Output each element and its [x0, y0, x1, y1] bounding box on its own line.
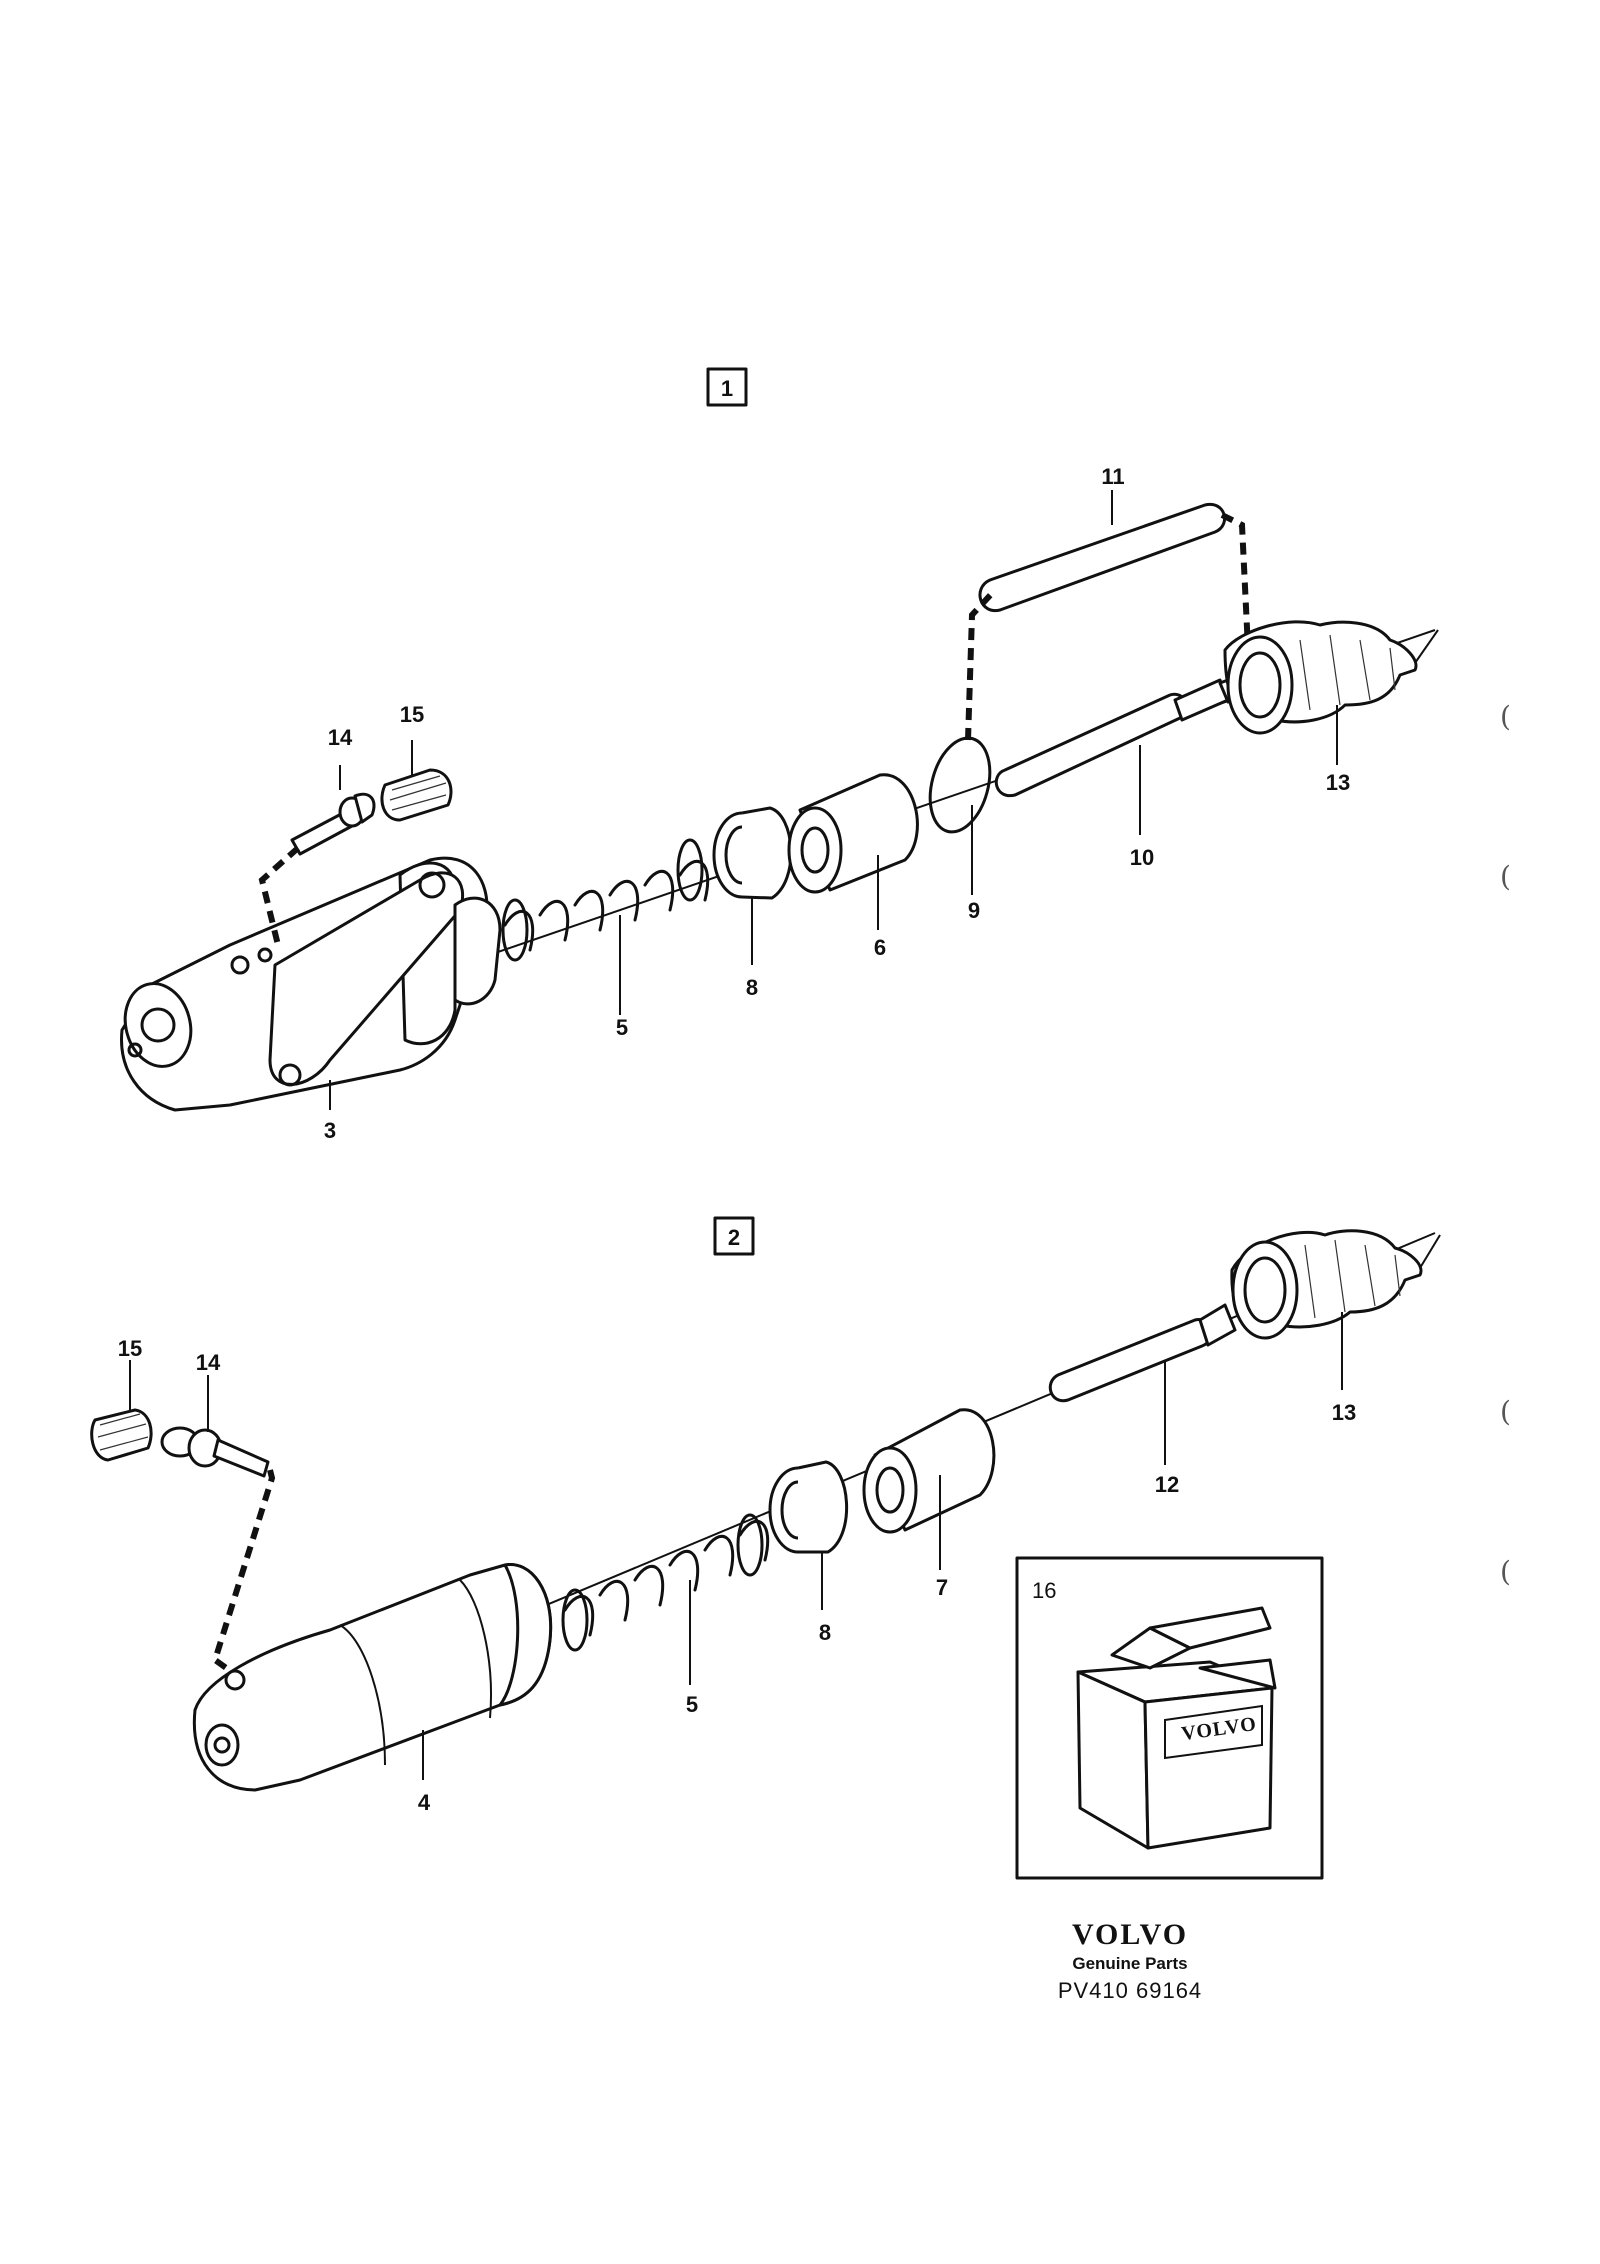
repair-kit-16: 16 VOLVO	[1015, 1556, 1324, 1880]
callout-5-v2: 5	[686, 1692, 698, 1717]
variant-2-group: 2	[90, 1216, 1441, 1815]
callout-4-v2: 4	[418, 1790, 431, 1815]
spring-5-v2	[561, 1513, 770, 1652]
dashed-link-14-body	[258, 845, 300, 946]
bleeder-screw-14-v2	[160, 1426, 270, 1478]
dashed-link-11	[965, 512, 1253, 741]
dashed-link-14-body-v2	[211, 1469, 276, 1675]
callout-11-v1: 11	[1101, 464, 1124, 489]
piston-6	[787, 773, 919, 894]
cylinder-body-4	[192, 1562, 553, 1792]
callout-8-v2: 8	[819, 1620, 831, 1645]
callout-13-v2: 13	[1332, 1400, 1356, 1425]
variant-2-label: 2	[728, 1225, 740, 1250]
callout-10-v1: 10	[1130, 845, 1154, 870]
callout-9-v1: 9	[968, 898, 980, 923]
variant-1-label: 1	[721, 376, 733, 401]
dust-cap-15-v2	[90, 1408, 153, 1462]
volvo-logo: VOLVO	[1071, 1918, 1189, 1951]
piston-7	[862, 1408, 996, 1534]
callout-8-v1: 8	[746, 975, 758, 1000]
brand-subtitle: Genuine Parts	[1072, 1954, 1188, 1973]
seal-8-v2	[768, 1460, 848, 1554]
variant-1-box	[706, 367, 748, 407]
callout-14-v2: 14	[196, 1350, 221, 1375]
variant-1-group: 1	[120, 367, 1439, 1143]
margin-mark: (	[1500, 700, 1511, 733]
pushrod-12	[1048, 1303, 1237, 1403]
seal-8-v1	[712, 806, 793, 900]
boot-13-v1	[1223, 620, 1439, 735]
pushrod-11	[978, 502, 1226, 613]
pushrod-10	[994, 666, 1268, 798]
kit-box-icon: VOLVO	[1076, 1606, 1277, 1850]
spring-5-v1	[501, 838, 710, 962]
callout-14-v1: 14	[328, 725, 353, 750]
callout-15-v2: 15	[118, 1336, 142, 1361]
kit-frame	[1015, 1556, 1324, 1880]
callout-15-v1: 15	[400, 702, 424, 727]
callout-7-v2: 7	[936, 1575, 948, 1600]
cylinder-body-3	[120, 856, 502, 1112]
brand-block: VOLVO Genuine Parts PV410 69164	[1030, 1918, 1230, 2004]
circlip-9	[928, 736, 992, 834]
variant-2-box	[713, 1216, 755, 1256]
callout-13-v1: 13	[1326, 770, 1350, 795]
callout-6-v1: 6	[874, 935, 886, 960]
kit-label: 16	[1032, 1578, 1056, 1603]
dust-cap-15	[380, 768, 453, 822]
margin-mark: (	[1500, 1555, 1511, 1588]
callout-3-v1: 3	[324, 1118, 336, 1143]
margin-mark: (	[1500, 1395, 1511, 1428]
callout-12-v2: 12	[1155, 1472, 1179, 1497]
margin-mark: (	[1500, 860, 1511, 893]
callout-5-v1: 5	[616, 1015, 628, 1040]
boot-13-v2	[1230, 1229, 1441, 1340]
part-illustration-code: PV410 69164	[1057, 1978, 1203, 2003]
bleeder-screw-14	[290, 792, 376, 856]
